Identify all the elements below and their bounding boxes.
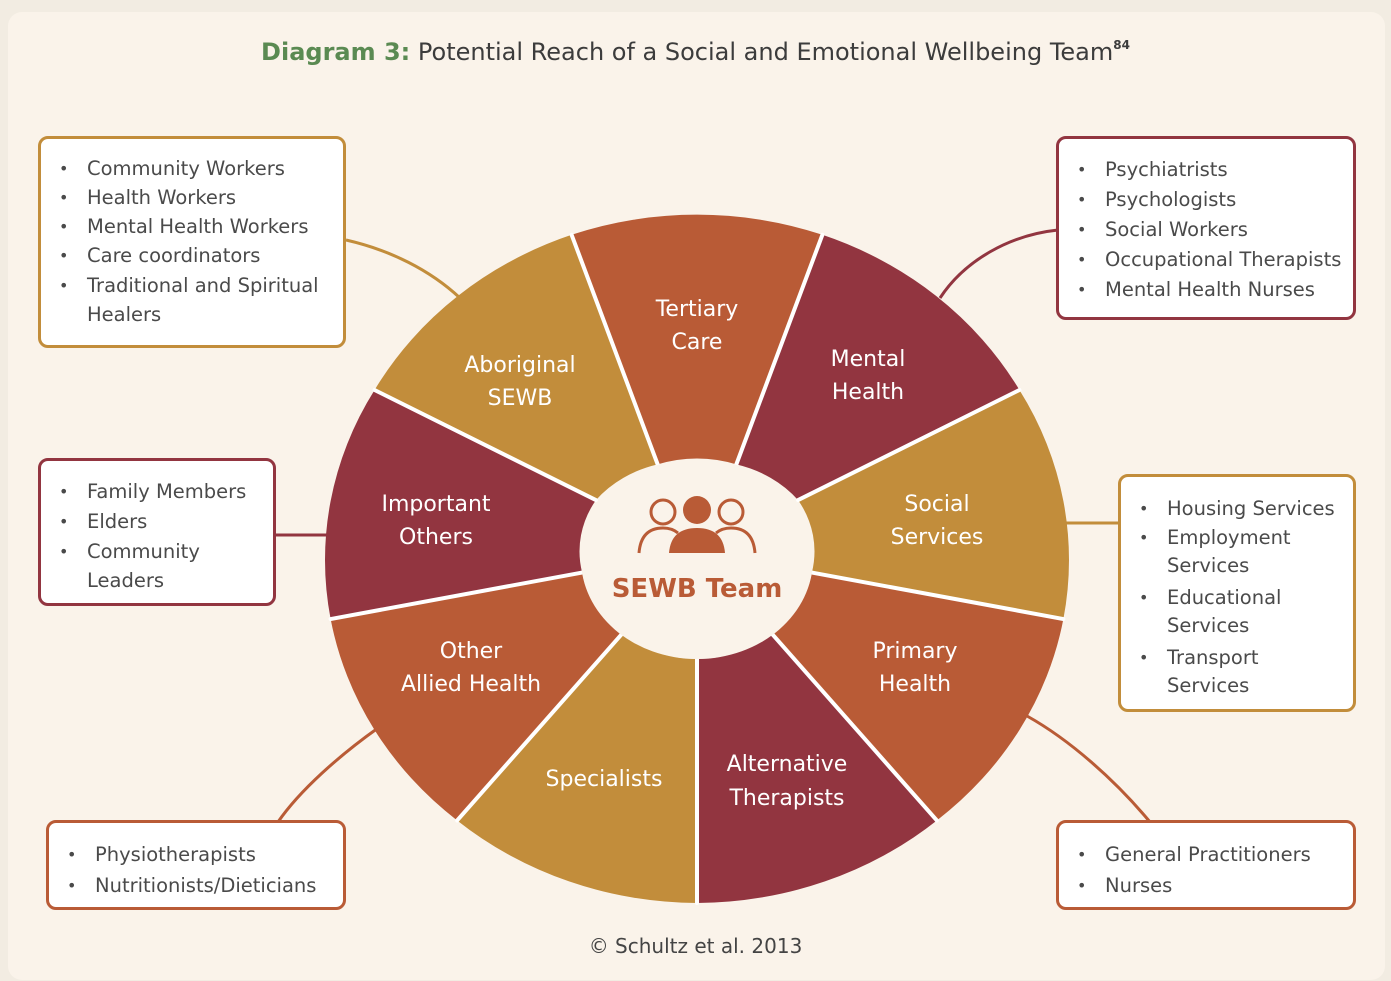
list-item: Psychologists bbox=[1059, 185, 1353, 215]
list-item: Elders bbox=[41, 507, 273, 537]
list-item: Social Workers bbox=[1059, 215, 1353, 245]
list-item: Educational bbox=[1121, 584, 1353, 612]
list-item: Community Workers bbox=[41, 155, 343, 183]
box-aboriginal-sewb: Community Workers Health Workers Mental … bbox=[38, 136, 346, 348]
list-item: Occupational Therapists bbox=[1059, 245, 1353, 275]
title-text: Potential Reach of a Social and Emotiona… bbox=[417, 38, 1114, 66]
segment-aboriginal-sewb bbox=[374, 234, 658, 501]
list-item: Family Members bbox=[41, 477, 273, 507]
segment-mental-health bbox=[736, 234, 1020, 501]
list-item: Health Workers bbox=[41, 183, 343, 213]
list-item-continued: Services bbox=[1167, 674, 1250, 697]
list-item: Transport bbox=[1121, 644, 1353, 672]
segment-other-allied-health bbox=[330, 572, 622, 821]
list-item: Care coordinators bbox=[41, 241, 343, 271]
list-item: Nurses bbox=[1059, 870, 1353, 901]
list-item: Mental Health Nurses bbox=[1059, 275, 1353, 305]
box-primary-health: General Practitioners Nurses bbox=[1056, 820, 1356, 910]
list-item: Physiotherapists bbox=[49, 839, 343, 870]
list-item: Employment bbox=[1121, 524, 1353, 552]
list-item: Housing Services bbox=[1121, 493, 1353, 524]
connector-other-allied-health bbox=[276, 726, 379, 823]
box-important-others: Family Members Elders Community Leaders bbox=[38, 458, 276, 606]
label-specialists: Specialists bbox=[546, 767, 663, 792]
connector-primary-health bbox=[1026, 714, 1152, 823]
center-hub bbox=[581, 459, 813, 659]
list-item-continued: Leaders bbox=[87, 569, 165, 592]
list-item: General Practitioners bbox=[1059, 839, 1353, 870]
segment-social-services bbox=[798, 390, 1069, 620]
segment-primary-health bbox=[772, 572, 1064, 821]
center-label: SEWB Team bbox=[612, 574, 783, 604]
list-item: Nutritionists/Dieticians bbox=[49, 870, 343, 901]
connector-aboriginal-sewb bbox=[345, 238, 462, 300]
list-item-continued: Services bbox=[1167, 614, 1250, 637]
people-group-icon bbox=[637, 496, 757, 554]
title-footnote: 84 bbox=[1113, 38, 1130, 52]
box-other-allied-health: Physiotherapists Nutritionists/Dietician… bbox=[46, 820, 346, 910]
list-item: Psychiatrists bbox=[1059, 155, 1353, 185]
copyright-notice: © Schultz et al. 2013 bbox=[588, 934, 803, 958]
box-social-services: Housing Services Employment Services Edu… bbox=[1118, 474, 1356, 712]
list-item-continued: Healers bbox=[87, 303, 162, 326]
diagram-title: Diagram 3: Potential Reach of a Social a… bbox=[0, 38, 1391, 66]
list-item: Traditional and Spiritual bbox=[41, 271, 343, 301]
segment-important-others bbox=[325, 390, 596, 620]
title-lead: Diagram 3: bbox=[261, 38, 411, 66]
segment-alternative-therapists bbox=[697, 634, 937, 903]
connector-mental-health bbox=[938, 228, 1059, 299]
list-item: Community bbox=[41, 537, 273, 567]
list-item-continued: Services bbox=[1167, 554, 1250, 577]
box-mental-health: Psychiatrists Psychologists Social Worke… bbox=[1056, 136, 1356, 320]
list-item: Mental Health Workers bbox=[41, 213, 343, 241]
segment-specialists bbox=[457, 634, 697, 903]
